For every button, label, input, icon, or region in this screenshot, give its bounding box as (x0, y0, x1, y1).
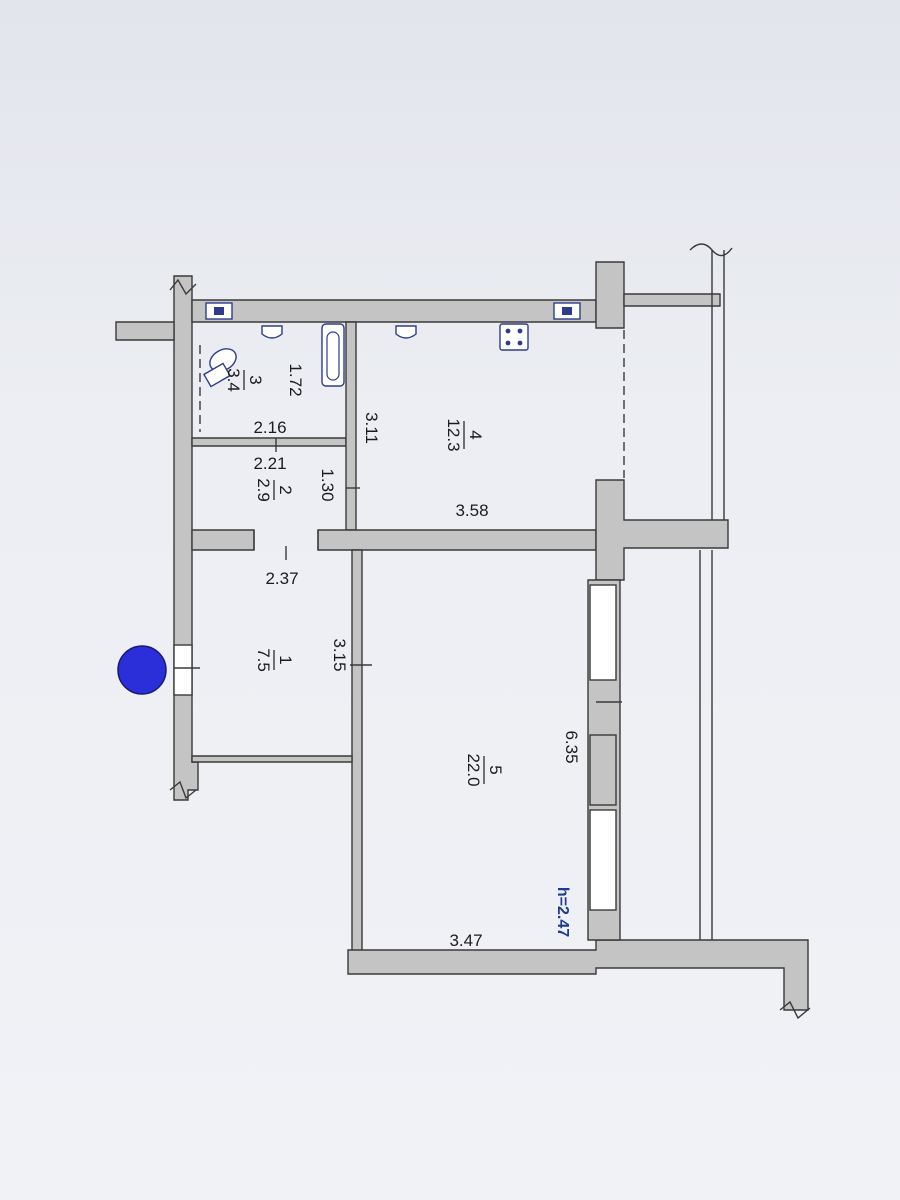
break-mark-top-left (169, 278, 197, 296)
wall-room1-bottom (191, 755, 353, 763)
window-2 (589, 809, 617, 911)
room-number: 5 (486, 765, 505, 774)
room-label-4: 4 12.3 (444, 418, 485, 451)
sink-icon (395, 325, 417, 339)
room-number: 4 (466, 430, 485, 439)
room-label-3: 3 3.4 (224, 368, 265, 392)
room-label-1: 1 7.5 (254, 648, 295, 672)
walls (115, 243, 811, 1020)
break-mark-bottom-left (169, 780, 197, 800)
fixtures (203, 302, 581, 388)
wall-kitchen-bottom (191, 529, 255, 551)
room-area: 2.9 (254, 478, 273, 502)
room-area: 3.4 (224, 368, 243, 392)
bathtub-icon (321, 323, 345, 387)
room-number: 2 (276, 485, 295, 494)
wall-room1-room5 (351, 549, 363, 963)
wall-pillar-top-right (595, 261, 625, 329)
blue-dot-icon[interactable] (117, 645, 167, 695)
dimension-label: 2.37 (265, 569, 298, 588)
window-pier (589, 734, 617, 806)
room-number: 1 (276, 655, 295, 664)
wall-top (191, 299, 597, 323)
wall-bath-split (191, 437, 347, 447)
room-label-2: 2 2.9 (254, 478, 295, 502)
dimension-label: 1.30 (318, 468, 337, 501)
dimension-label: 3.47 (449, 931, 482, 950)
room-label-5: 5 22.0 (464, 753, 505, 786)
dimension-label: 1.72 (286, 363, 305, 396)
wall-wc-kitchen (345, 321, 357, 531)
room-number: 3 (246, 375, 265, 384)
break-mark-bottom-right (779, 1000, 811, 1020)
room-area: 22.0 (464, 753, 483, 786)
window-1 (589, 584, 617, 681)
ventilation-shaft-icon (205, 302, 233, 320)
toilet-icon (203, 348, 237, 388)
ceiling-height-label: h=2.47 (554, 887, 571, 937)
room-area: 7.5 (254, 648, 273, 672)
dimension-label: 6.35 (562, 730, 581, 763)
wall-kitchen-bottom-2 (317, 529, 597, 551)
wall-stub-top-left (115, 321, 175, 341)
dimension-label: 3.15 (330, 638, 349, 671)
break-mark-top-right (689, 243, 733, 257)
room-area: 12.3 (444, 418, 463, 451)
dimension-label: 2.21 (253, 454, 286, 473)
wall-balcony-divider (595, 479, 729, 581)
wall-bottom (347, 939, 809, 1011)
dimension-label: 2.16 (253, 418, 286, 437)
entrance-door-gap (173, 644, 193, 696)
dimension-label: 3.11 (362, 412, 381, 444)
ventilation-shaft-icon (553, 302, 581, 320)
stove-icon (499, 323, 529, 351)
wall-balcony-top (623, 293, 721, 307)
sink-icon (261, 325, 283, 339)
dimension-label: 3.58 (455, 501, 488, 520)
